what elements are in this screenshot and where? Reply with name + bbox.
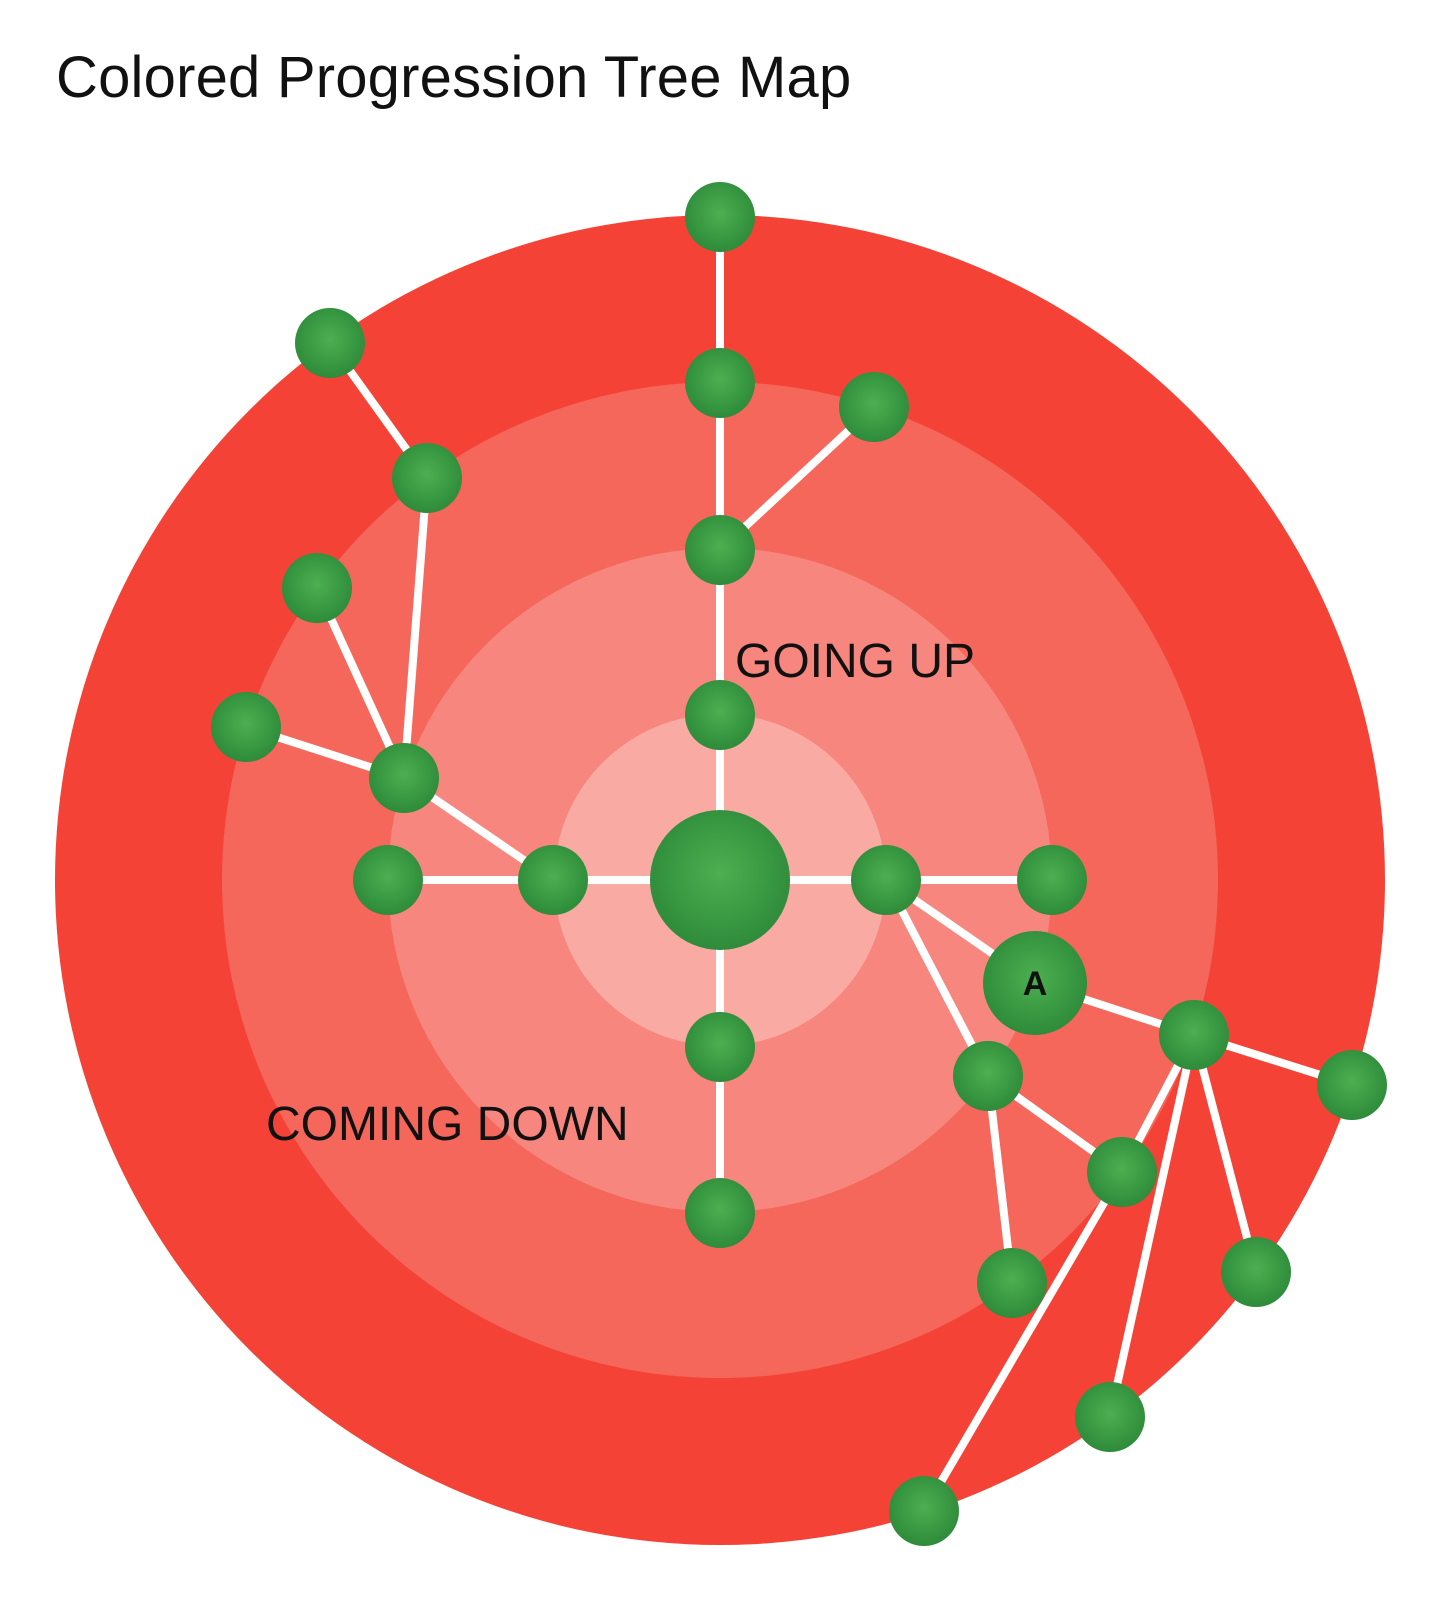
tree-node[interactable]	[953, 1041, 1023, 1111]
tree-node[interactable]	[369, 743, 439, 813]
tree-node[interactable]	[1075, 1382, 1145, 1452]
tree-node[interactable]	[1221, 1237, 1291, 1307]
node-a[interactable]	[983, 931, 1087, 1035]
tree-node[interactable]	[1017, 845, 1087, 915]
tree-node[interactable]	[282, 553, 352, 623]
root-node[interactable]	[650, 810, 790, 950]
tree-node[interactable]	[685, 680, 755, 750]
tree-node[interactable]	[685, 1178, 755, 1248]
tree-edge	[1190, 1031, 1260, 1276]
tree-nodes: A	[211, 182, 1387, 1546]
tree-node[interactable]	[1317, 1050, 1387, 1120]
tree-node[interactable]	[518, 845, 588, 915]
tree-edge	[400, 474, 431, 782]
tree-node[interactable]	[685, 348, 755, 418]
tree-edge	[1106, 1031, 1198, 1421]
tree-node[interactable]	[1087, 1137, 1157, 1207]
tree-node[interactable]	[977, 1248, 1047, 1318]
tree-node[interactable]	[685, 182, 755, 252]
tree-node[interactable]	[1159, 1000, 1229, 1070]
node-a-label: A	[1023, 965, 1048, 1003]
tree-node[interactable]	[851, 845, 921, 915]
tree-node[interactable]	[295, 308, 365, 378]
tree-node[interactable]	[685, 515, 755, 585]
tree-node[interactable]	[392, 443, 462, 513]
tree-node[interactable]	[211, 692, 281, 762]
tree-node[interactable]	[353, 845, 423, 915]
coming-down-label: COMING DOWN	[266, 1098, 629, 1151]
tree-edge	[882, 876, 992, 1080]
tree-node[interactable]	[889, 1476, 959, 1546]
tree-node[interactable]	[685, 1012, 755, 1082]
tree-edge	[920, 1168, 1126, 1515]
tree-edge	[716, 403, 878, 554]
page-title: Colored Progression Tree Map	[56, 45, 852, 110]
tree-node[interactable]	[839, 372, 909, 442]
going-up-label: GOING UP	[735, 635, 975, 688]
